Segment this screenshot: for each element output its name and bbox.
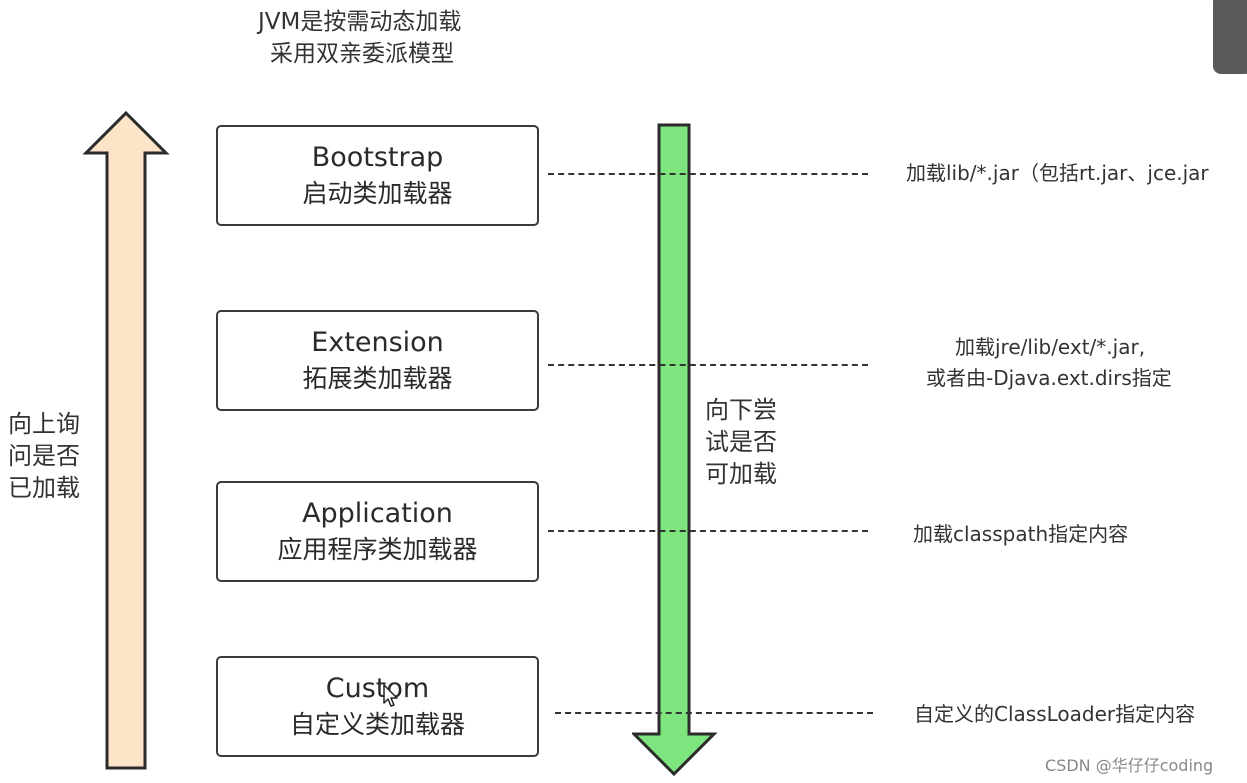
diagram-title-line-2: 采用双亲委派模型 xyxy=(270,41,454,67)
loader-cn-name: 拓展类加载器 xyxy=(302,363,453,393)
connector-custom xyxy=(555,712,873,714)
desc-application: 加载classpath指定内容 xyxy=(913,522,1129,546)
corner-panel-tab[interactable] xyxy=(1213,0,1247,74)
loader-cn-name: 应用程序类加载器 xyxy=(277,534,478,564)
watermark: CSDN @华仔仔coding xyxy=(1045,756,1214,775)
loader-name: Custom xyxy=(325,672,430,704)
cursor-icon xyxy=(383,684,398,707)
upward-label-line-1: 向上询 xyxy=(8,410,80,438)
downward-label: 向下尝 试是否 可加载 xyxy=(705,394,777,490)
desc-extension-line-1: 加载jre/lib/ext/*.jar, xyxy=(955,335,1146,359)
upward-arrow-shape xyxy=(82,110,170,770)
upward-arrow xyxy=(82,110,170,770)
desc-extension-line-2: 或者由-Djava.ext.dirs指定 xyxy=(926,366,1172,390)
upward-label: 向上询 问是否 已加载 xyxy=(8,408,80,504)
connector-bootstrap xyxy=(548,173,868,175)
loader-name: Extension xyxy=(311,326,444,358)
loader-box-application: Application 应用程序类加载器 xyxy=(216,481,539,582)
downward-arrow-shape xyxy=(632,123,718,777)
loader-box-custom: Custom 自定义类加载器 xyxy=(216,656,539,757)
loader-name: Application xyxy=(302,497,453,529)
desc-bootstrap: 加载lib/*.jar（包括rt.jar、jce.jar xyxy=(906,161,1209,185)
loader-cn-name: 自定义类加载器 xyxy=(289,709,465,739)
upward-label-line-3: 已加载 xyxy=(8,474,80,502)
downward-label-line-1: 向下尝 xyxy=(705,396,777,424)
downward-label-line-3: 可加载 xyxy=(705,460,777,488)
upward-label-line-2: 问是否 xyxy=(8,442,80,470)
loader-cn-name: 启动类加载器 xyxy=(302,178,453,208)
downward-label-line-2: 试是否 xyxy=(705,428,777,456)
downward-arrow xyxy=(632,123,718,777)
loader-box-bootstrap: Bootstrap 启动类加载器 xyxy=(216,125,539,226)
connector-application xyxy=(548,530,868,532)
diagram-title-line-1: JVM是按需动态加载 xyxy=(258,9,462,35)
desc-custom: 自定义的ClassLoader指定内容 xyxy=(914,702,1196,726)
loader-name: Bootstrap xyxy=(311,141,444,173)
connector-extension xyxy=(548,364,868,366)
loader-box-extension: Extension 拓展类加载器 xyxy=(216,310,539,411)
